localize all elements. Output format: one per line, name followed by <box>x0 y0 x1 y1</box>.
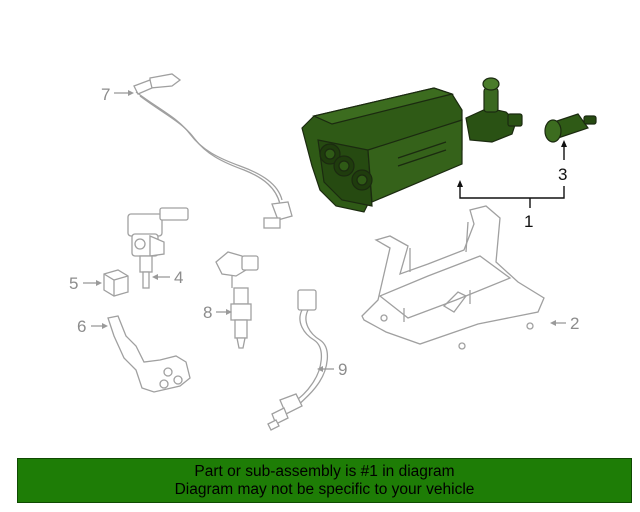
callout-7: 7 <box>101 85 110 104</box>
part-1-charcoal-canister[interactable] <box>301 77 523 213</box>
part-3-filter[interactable] <box>544 113 597 143</box>
callout-8-group: 8 <box>203 303 232 322</box>
part-5-clip[interactable] <box>103 269 129 297</box>
part-9-oxygen-sensor[interactable] <box>267 289 328 431</box>
callout-2: 2 <box>570 314 579 333</box>
callout-9: 9 <box>338 360 347 379</box>
callout-5-group: 5 <box>69 274 102 293</box>
callout-5: 5 <box>69 274 78 293</box>
part-8-sensor[interactable] <box>215 251 259 349</box>
callout-6: 6 <box>77 317 86 336</box>
callout-1-group: 1 <box>457 180 565 231</box>
banner-line-1: Part or sub-assembly is #1 in diagram <box>194 462 455 480</box>
part-7-sensor-harness[interactable] <box>133 73 293 229</box>
banner-line-2: Diagram may not be specific to your vehi… <box>174 480 475 498</box>
callout-9-group: 9 <box>317 360 347 379</box>
callout-3-group: 3 <box>558 140 567 184</box>
parts-diagram: 7 4 5 6 <box>69 73 597 431</box>
callout-8: 8 <box>203 303 212 322</box>
callout-6-group: 6 <box>77 317 108 336</box>
callout-4: 4 <box>174 268 183 287</box>
callout-1: 1 <box>524 212 533 231</box>
callout-7-group: 7 <box>101 85 134 104</box>
part-6-bracket[interactable] <box>107 315 191 393</box>
info-banner: Part or sub-assembly is #1 in diagram Di… <box>17 458 632 503</box>
callout-2-group: 2 <box>550 314 579 333</box>
part-4-purge-valve[interactable] <box>127 207 189 289</box>
part-2-canister-bracket[interactable] <box>361 205 545 350</box>
callout-3: 3 <box>558 165 567 184</box>
callout-4-group: 4 <box>152 268 183 287</box>
